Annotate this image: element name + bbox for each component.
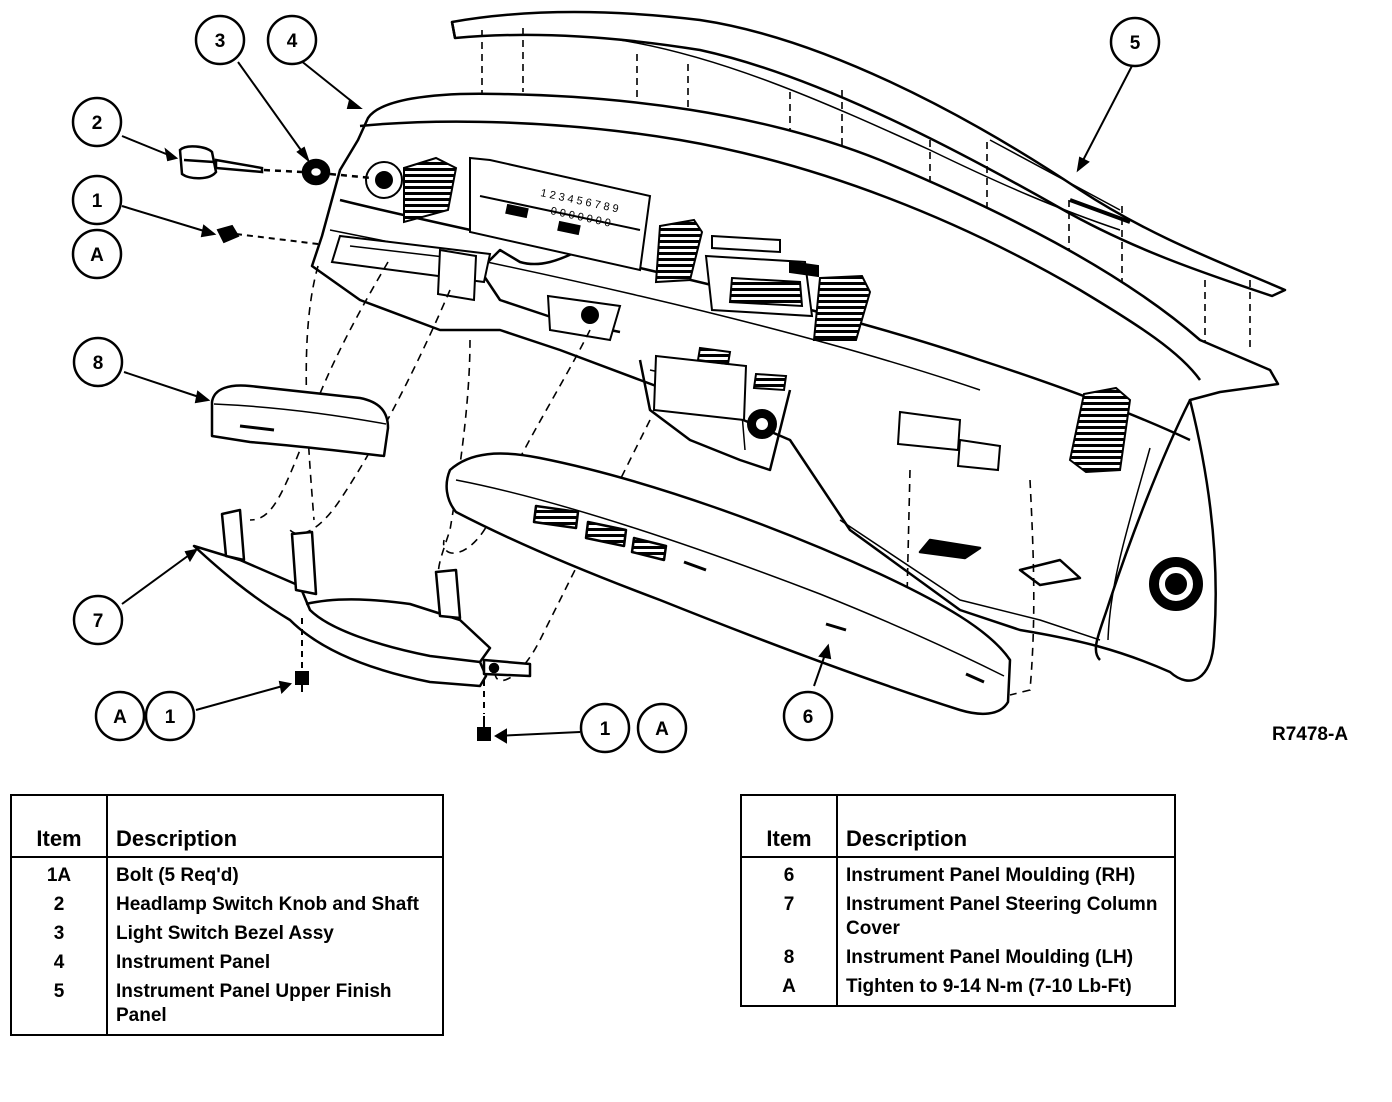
callout-1-lower-left: 1	[165, 707, 176, 728]
callout-3: 3	[215, 31, 226, 52]
item-description: Bolt (5 Req'd)	[116, 865, 239, 886]
item-description: Headlamp Switch Knob and Shaft	[116, 894, 419, 915]
callout-a-lower-center: A	[655, 719, 669, 740]
headlamp-switch-housing	[330, 161, 622, 342]
table-row: 6 Instrument Panel Moulding (RH)	[741, 857, 1175, 891]
legend-table-left: Item Description 1A Bolt (5 Req'd) 2 Hea…	[10, 794, 444, 1036]
gauge-cluster: 1 2 3 4 5 6 7 8 9 0 0 0 0 0 0 0	[469, 156, 652, 272]
item-number: 7	[741, 891, 838, 944]
callout-circles	[71, 14, 1161, 754]
speaker-grille	[1149, 557, 1203, 611]
column-header-item: Item	[741, 795, 838, 858]
item-description: Instrument Panel Steering Column Cover	[846, 894, 1158, 939]
table-row: 7 Instrument Panel Steering Column Cover	[741, 891, 1175, 944]
table-row: 2 Headlamp Switch Knob and Shaft	[11, 891, 443, 920]
alignment-lines-lower	[249, 261, 1035, 696]
item-number: 1A	[11, 857, 108, 891]
table-row: 5 Instrument Panel Upper Finish Panel	[11, 978, 443, 1035]
callout-labels: 3 4 2 1 A 8 7 A 1 1 A 5 6	[90, 31, 1141, 740]
light-switch-bezel	[301, 158, 373, 186]
table-row: 4 Instrument Panel	[11, 949, 443, 978]
item-number: 2	[11, 891, 108, 920]
column-header-item: Item	[11, 795, 108, 858]
item-description: Instrument Panel	[116, 952, 271, 973]
lh-moulding	[210, 384, 390, 458]
table-row: 8 Instrument Panel Moulding (LH)	[741, 944, 1175, 973]
item-number: 4	[11, 949, 108, 978]
exploded-view-diagram: 1 2 3 4 5 6 7 8 9 0 0 0 0 0 0 0	[71, 10, 1287, 754]
table-row: A Tighten to 9-14 N-m (7-10 Lb-Ft)	[741, 973, 1175, 1006]
rh-moulding	[445, 452, 1012, 716]
item-number: 5	[11, 978, 108, 1035]
item-description: Tighten to 9-14 N-m (7-10 Lb-Ft)	[846, 976, 1132, 997]
item-description: Light Switch Bezel Assy	[116, 923, 334, 944]
air-vents	[403, 156, 1132, 474]
item-number: 6	[741, 857, 838, 891]
column-header-description: Description	[107, 795, 443, 858]
item-number: A	[741, 973, 838, 1006]
callout-6: 6	[803, 707, 814, 728]
headlamp-knob-and-shaft	[178, 145, 303, 180]
callout-8: 8	[93, 353, 104, 374]
callout-5: 5	[1130, 33, 1141, 54]
callout-7: 7	[93, 611, 104, 632]
table-row: 3 Light Switch Bezel Assy	[11, 920, 443, 949]
callout-1-lower-center: 1	[600, 719, 611, 740]
center-controls	[652, 234, 1002, 472]
table-row: 1A Bolt (5 Req'd)	[11, 857, 443, 891]
callout-a-lower-left: A	[113, 707, 127, 728]
figure-reference: R7478-A	[1272, 724, 1349, 745]
item-description: Instrument Panel Upper Finish Panel	[116, 981, 392, 1026]
steering-column-cover	[192, 508, 532, 688]
item-number: 8	[741, 944, 838, 973]
column-header-description: Description	[837, 795, 1175, 858]
bolts	[216, 224, 491, 741]
item-description: Instrument Panel Moulding (RH)	[846, 865, 1136, 886]
item-number: 3	[11, 920, 108, 949]
item-description: Instrument Panel Moulding (LH)	[846, 947, 1134, 968]
callout-1: 1	[92, 191, 103, 212]
legend-table-right: Item Description 6 Instrument Panel Moul…	[740, 794, 1176, 1007]
callout-2: 2	[92, 113, 103, 134]
callout-4: 4	[287, 31, 298, 52]
leader-lines	[121, 59, 1135, 744]
callout-a: A	[90, 245, 104, 266]
